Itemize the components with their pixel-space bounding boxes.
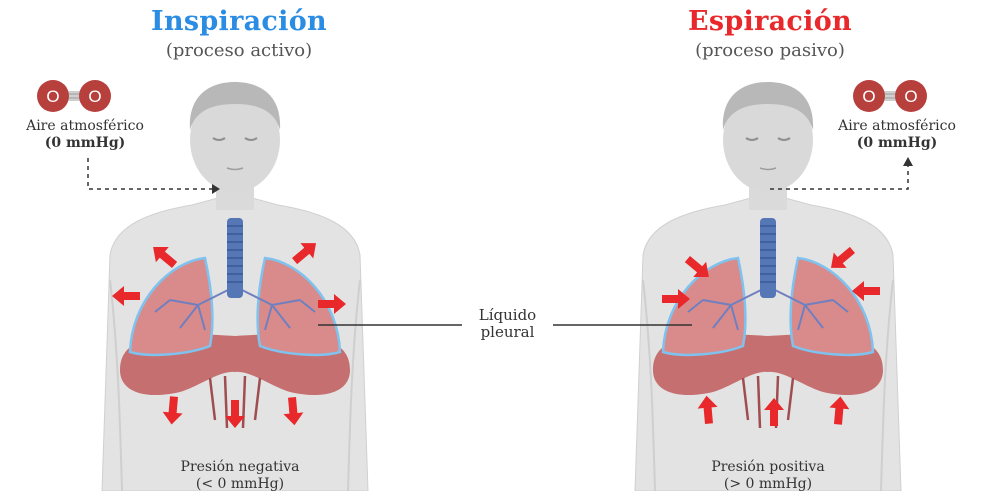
negative-pressure-text: Presión negativa — [140, 459, 340, 476]
positive-pressure-label: Presión positiva (> 0 mmHg) — [668, 459, 868, 493]
negative-pressure-label: Presión negativa (< 0 mmHg) — [140, 459, 340, 493]
oxygen-molecule-icon-right — [853, 80, 927, 112]
air-label-left-text: Aire atmosférico — [5, 118, 165, 135]
positive-pressure-value: (> 0 mmHg) — [668, 476, 868, 493]
air-label-left: Aire atmosférico (0 mmHg) — [5, 118, 165, 152]
oxygen-molecule-icon-left — [37, 80, 111, 112]
pleural-label-line1: Líquido — [462, 307, 553, 324]
pleural-label-line2: pleural — [462, 324, 553, 341]
air-label-right: Aire atmosférico (0 mmHg) — [812, 118, 982, 152]
negative-pressure-value: (< 0 mmHg) — [140, 476, 340, 493]
air-value-left: (0 mmHg) — [5, 135, 165, 152]
positive-pressure-text: Presión positiva — [668, 459, 868, 476]
air-value-right: (0 mmHg) — [812, 135, 982, 152]
air-inflow-arrow — [88, 158, 212, 189]
air-label-right-text: Aire atmosférico — [812, 118, 982, 135]
pleural-fluid-label: Líquido pleural — [462, 307, 553, 341]
